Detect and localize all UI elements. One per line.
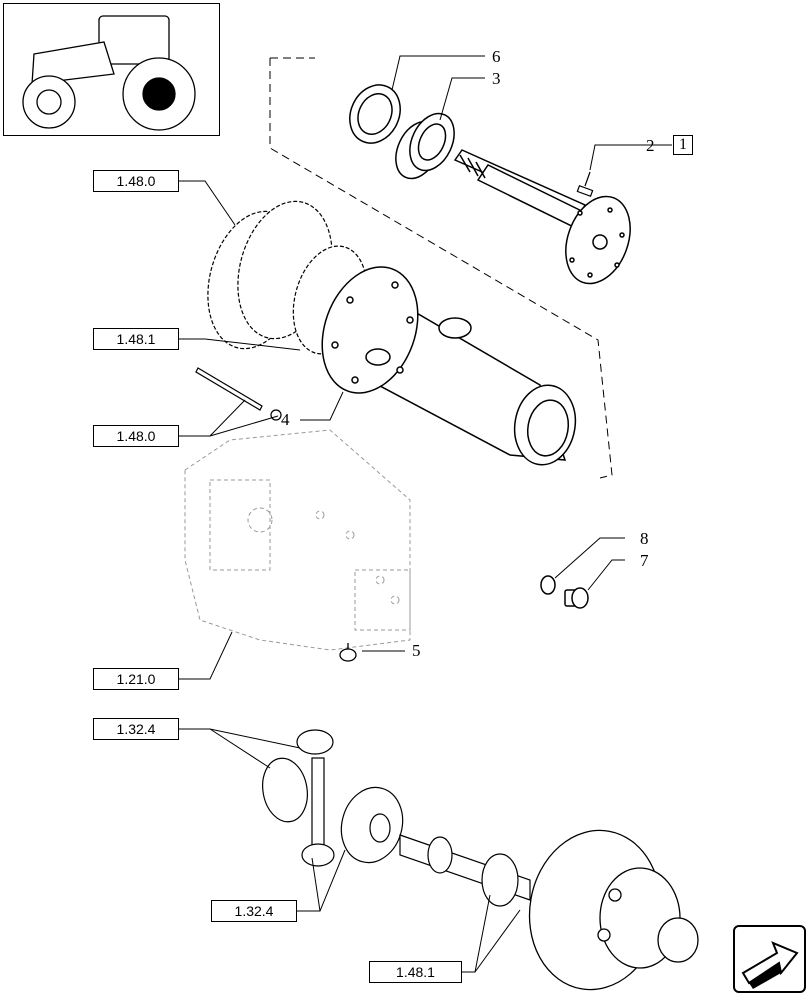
ref-box-1-21-0[interactable]: 1.21.0: [93, 668, 179, 690]
pinion-shaft: [399, 834, 531, 907]
tractor-thumbnail: [3, 3, 220, 136]
ref-box-1-48-1[interactable]: 1.48.1: [93, 328, 179, 350]
next-page-arrow-icon: [741, 941, 799, 989]
ref-box-1-48-1[interactable]: 1.48.1: [369, 961, 462, 983]
ref-box-1-32-4[interactable]: 1.32.4: [93, 718, 179, 740]
ref-box-1-48-0[interactable]: 1.48.0: [93, 425, 179, 447]
callout-4: 4: [281, 410, 290, 429]
leader-lines: [178, 55, 672, 973]
ref-box-1-48-0[interactable]: 1.48.0: [93, 170, 179, 192]
callout-1: 1: [673, 135, 693, 155]
plug-part-7: [564, 587, 589, 609]
bolt-part-2: [576, 171, 594, 197]
callout-6: 6: [492, 47, 501, 66]
axle-shaft-part-1: [453, 149, 631, 285]
o-ring-part-8: [540, 575, 556, 595]
callout-3: 3: [492, 69, 501, 88]
ref-box-1-32-4[interactable]: 1.32.4: [211, 900, 297, 922]
callout-2: 2: [646, 136, 655, 155]
differential-gears: [262, 729, 404, 867]
axle-housing: [321, 266, 577, 466]
breather-part-5: [339, 643, 357, 662]
callout-5: 5: [412, 641, 421, 660]
callout-7: 7: [640, 551, 649, 570]
callout-8: 8: [640, 529, 649, 548]
tractor-icon: [22, 15, 196, 131]
transmission-housing-phantom: [184, 429, 411, 651]
bearing-part-3: [395, 112, 455, 180]
final-drive-carrier: [528, 829, 699, 991]
seal-ring-part-6: [349, 84, 401, 144]
next-page-button[interactable]: [733, 925, 806, 993]
stud-part-4: [195, 367, 282, 421]
assembly-dashed-outline: [269, 58, 613, 479]
